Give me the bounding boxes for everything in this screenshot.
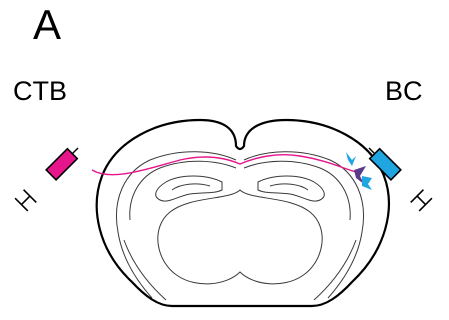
lateral-structure-right — [314, 240, 356, 300]
lateral-structure-left — [124, 240, 166, 300]
hippocampus-right — [258, 176, 324, 201]
brain-outline — [97, 120, 389, 306]
hippocampus-left-inner — [172, 184, 210, 190]
cortex-inner-boundary-right — [244, 152, 364, 298]
bc-label: BC — [385, 78, 423, 105]
hippocampus-left — [156, 176, 222, 201]
thalamus — [158, 190, 322, 284]
panel-label: A — [33, 4, 61, 46]
ctb-syringe-icon — [15, 142, 84, 211]
neuron-icon — [346, 152, 356, 166]
neuron-icon — [362, 176, 372, 190]
cortex-inner-boundary-left — [116, 152, 236, 298]
ctb-label: CTB — [13, 78, 67, 105]
hippocampus-right-inner — [270, 184, 308, 190]
bc-syringe-icon — [363, 142, 432, 211]
